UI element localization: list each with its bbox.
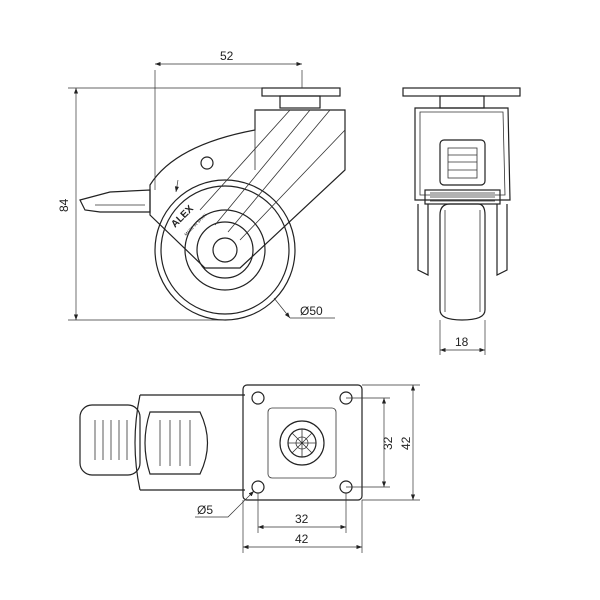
dimension-wheel-diameter: Ø50	[273, 297, 335, 318]
svg-text:42: 42	[295, 532, 309, 546]
svg-text:42: 42	[399, 436, 413, 450]
svg-text:32: 32	[381, 436, 395, 450]
svg-text:52: 52	[220, 49, 234, 63]
top-view	[79, 384, 363, 501]
dimension-32-horizontal: 32	[257, 493, 347, 533]
svg-text:32: 32	[295, 512, 309, 526]
dimension-32-vertical: 32	[346, 397, 395, 488]
side-view: ALEX MADE IN SPAIN	[79, 87, 346, 321]
svg-text:18: 18	[455, 335, 469, 349]
dimension-42-vertical: 42	[362, 384, 420, 501]
svg-text:Ø50: Ø50	[300, 304, 323, 318]
dimension-52: 52	[154, 49, 303, 190]
dimension-84: 84	[57, 87, 262, 321]
front-view	[402, 87, 521, 321]
dimension-18: 18	[439, 320, 486, 355]
dimension-hole-diameter: Ø5	[195, 490, 255, 518]
svg-text:Ø5: Ø5	[197, 503, 213, 517]
svg-text:84: 84	[57, 198, 71, 212]
dimension-42-horizontal: 42	[242, 500, 363, 553]
mount-hole	[251, 391, 265, 405]
